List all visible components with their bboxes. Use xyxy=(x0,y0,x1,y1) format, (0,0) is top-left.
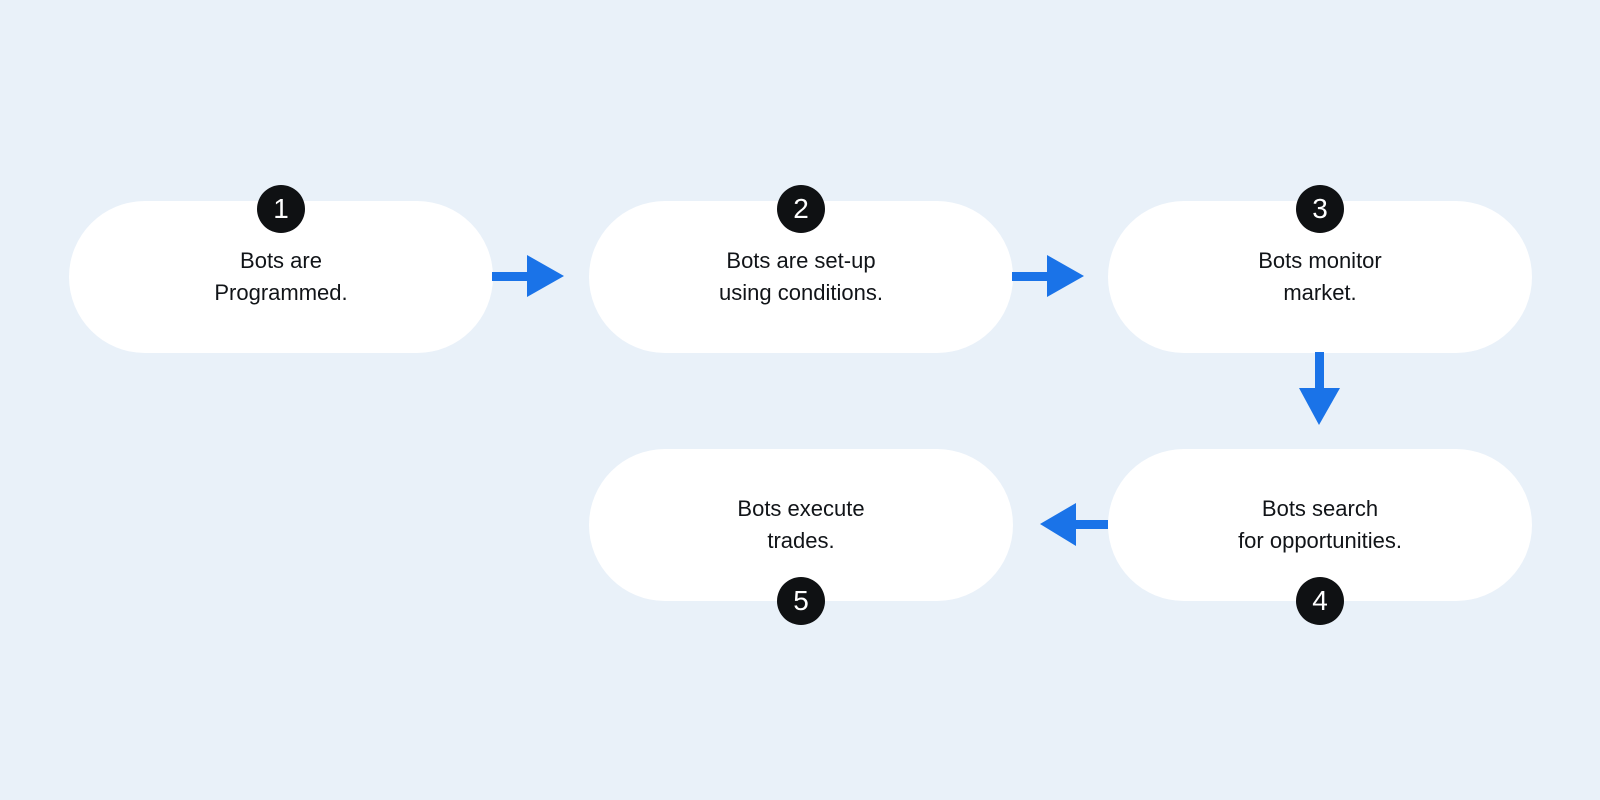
step-3-box: 3 Bots monitor market. xyxy=(1108,185,1532,353)
step-1-box: 1 Bots are Programmed. xyxy=(69,185,493,353)
step-2-number: 2 xyxy=(777,185,825,233)
step-2-text: Bots are set-up using conditions. xyxy=(719,248,883,305)
step-4-text: Bots search for opportunities. xyxy=(1238,496,1402,553)
arrow-step-1-to-2 xyxy=(492,255,564,297)
step-1-text: Bots are Programmed. xyxy=(214,248,348,305)
step-5-box: 5 Bots execute trades. xyxy=(589,449,1013,625)
step-3-text: Bots monitor market. xyxy=(1258,248,1382,305)
arrow-step-4-to-5 xyxy=(1040,503,1108,546)
step-2-box: 2 Bots are set-up using conditions. xyxy=(589,185,1013,353)
step-4-box: 4 Bots search for opportunities. xyxy=(1108,449,1532,625)
step-4-number: 4 xyxy=(1296,577,1344,625)
arrow-step-3-to-4 xyxy=(1299,352,1340,425)
step-5-text: Bots execute trades. xyxy=(737,496,865,553)
step-3-number: 3 xyxy=(1296,185,1344,233)
step-5-number: 5 xyxy=(777,577,825,625)
step-1-number: 1 xyxy=(257,185,305,233)
arrow-step-2-to-3 xyxy=(1012,255,1084,297)
